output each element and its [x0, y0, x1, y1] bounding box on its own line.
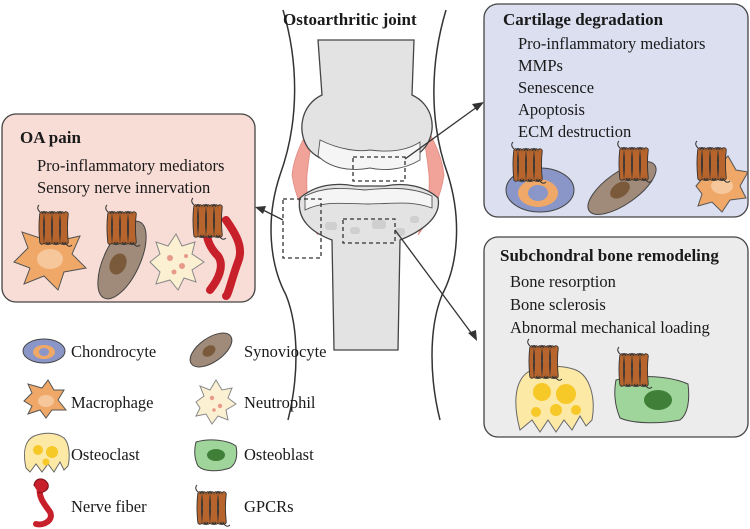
bone-item: Abnormal mechanical loading: [510, 318, 710, 337]
legend-label-macrophage: Macrophage: [71, 393, 154, 412]
cartilage-item: Pro-inflammatory mediators: [518, 34, 706, 53]
cartilage-title: Cartilage degradation: [503, 10, 664, 29]
legend: [22, 332, 238, 528]
neutrophil-icon: [195, 379, 237, 425]
bone-cells: [515, 339, 690, 433]
osteoclast-icon: [23, 432, 70, 473]
chondrocyte-icon: [22, 338, 66, 364]
cartilage-item: MMPs: [518, 56, 563, 75]
gpcr-icon: [196, 485, 230, 526]
joint-illustration: [255, 9, 484, 421]
osteoblast-icon: [194, 439, 238, 472]
legend-label-osteoclast: Osteoclast: [71, 445, 140, 464]
nerve-fiber-icon: [33, 478, 54, 528]
bone-item: Bone sclerosis: [510, 295, 606, 314]
cartilage-item: ECM destruction: [518, 122, 632, 141]
cartilage-cells: [505, 141, 749, 215]
cartilage-item: Senescence: [518, 78, 595, 97]
cartilage-item: Apoptosis: [518, 100, 585, 119]
joint-title: Ostoarthritic joint: [283, 10, 417, 29]
synoviocyte-icon: [189, 332, 233, 368]
legend-label-neutrophil: Neutrophil: [244, 393, 316, 412]
legend-label-synoviocyte: Synoviocyte: [244, 342, 327, 361]
bone-title: Subchondral bone remodeling: [500, 246, 719, 265]
cartilage-panel: [483, 3, 749, 218]
legend-label-nerve-fiber: Nerve fiber: [71, 497, 147, 516]
legend-label-gpcrs: GPCRs: [244, 497, 294, 516]
legend-label-osteoblast: Osteoblast: [244, 445, 314, 464]
oa-pain-item: Pro-inflammatory mediators: [37, 156, 225, 175]
oa-pain-item: Sensory nerve innervation: [37, 178, 211, 197]
oa-pain-title: OA pain: [20, 128, 81, 147]
legend-label-chondrocyte: Chondrocyte: [71, 342, 157, 361]
macrophage-icon: [23, 379, 68, 419]
oa-pain-cells: [13, 198, 245, 300]
bone-item: Bone resorption: [510, 272, 616, 291]
